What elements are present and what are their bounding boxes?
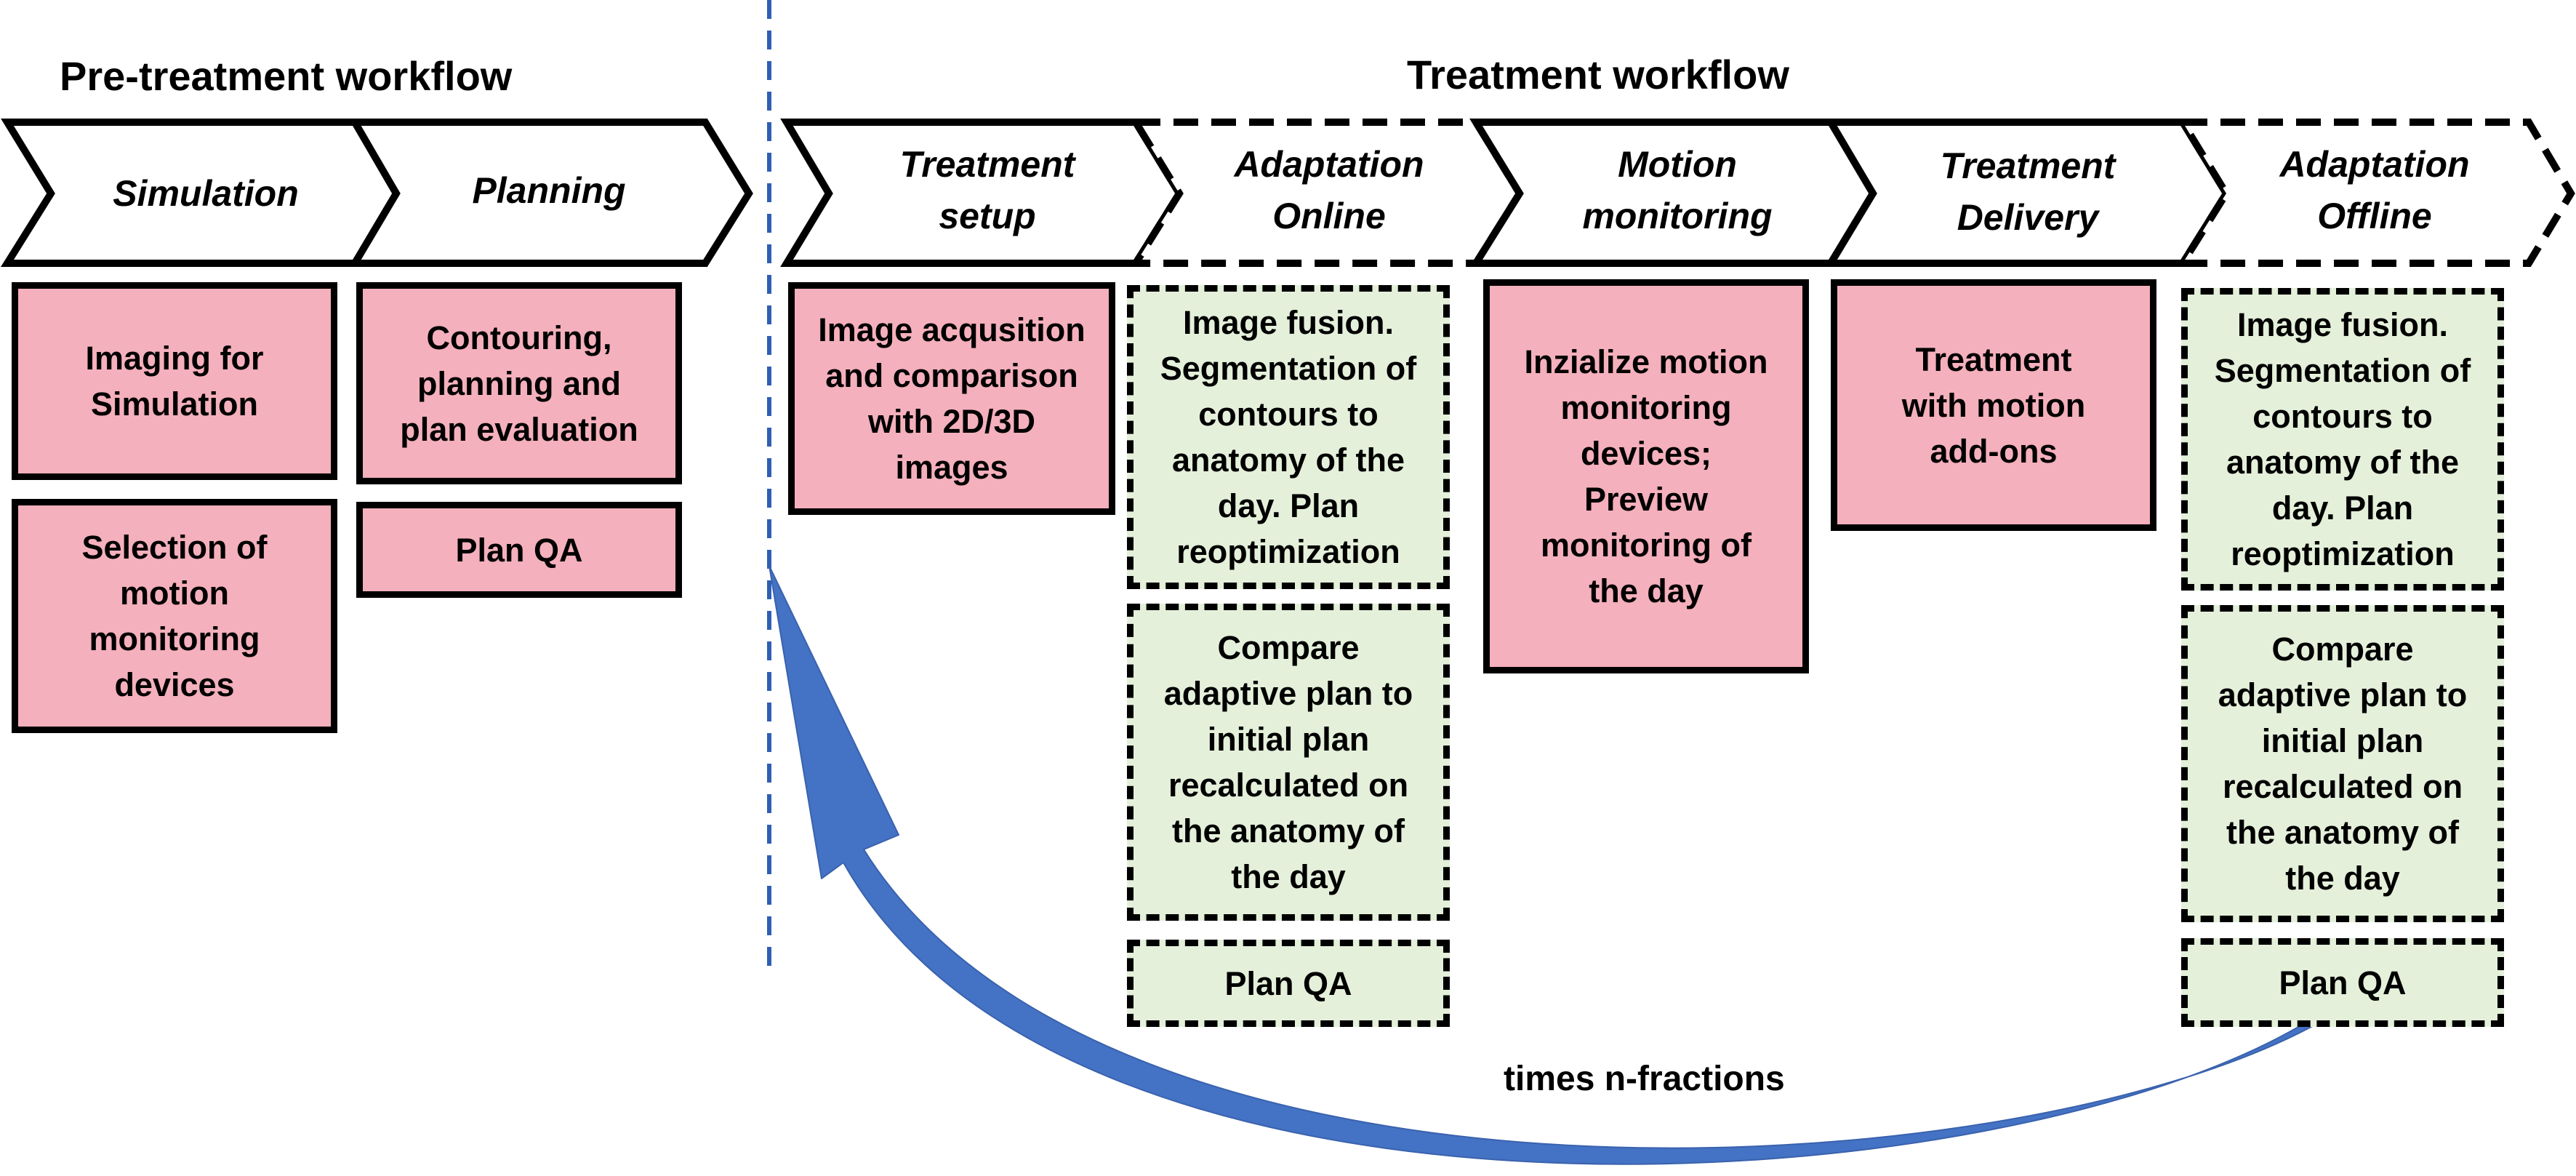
box-online-compare-plan: Compare adaptive plan to initial plan re… (1127, 604, 1450, 921)
box-offline-image-fusion-text: Image fusion. Segmentation of contours t… (2214, 306, 2471, 572)
loop-arrow (769, 565, 2317, 1165)
stage-label-simulation: Simulation (113, 172, 299, 214)
box-selection-of-motion-devices-text: Selection of motion monitoring devices (81, 529, 268, 703)
box-image-acquisition-text: Image acqusition and comparison with 2D/… (818, 311, 1086, 486)
box-offline-plan-qa-text: Plan QA (2279, 964, 2407, 1001)
stage-label-adaptation-offline: Adaptation Offline (2279, 144, 2470, 236)
box-treatment-with-motion-text: Treatment with motion add-ons (1901, 340, 2086, 470)
stage-label-treatment-setup: Treatment setup (899, 144, 1075, 236)
stage-label-adaptation-online: Adaptation Online (1234, 144, 1424, 236)
box-offline-compare-plan: Compare adaptive plan to initial plan re… (2181, 605, 2504, 922)
box-imaging-for-simulation: Imaging for Simulation (12, 282, 337, 480)
box-image-acquisition: Image acqusition and comparison with 2D/… (788, 282, 1115, 515)
box-initialize-motion-monitoring: Inzialize motion monitoring devices; Pre… (1483, 279, 1809, 673)
box-offline-plan-qa: Plan QA (2181, 938, 2504, 1027)
treatment-title: Treatment workflow (1407, 52, 1789, 97)
stage-label-planning: Planning (472, 169, 626, 211)
box-imaging-for-simulation-text: Imaging for Simulation (85, 340, 264, 423)
box-contouring-planning-text: Contouring, planning and plan evaluation (400, 319, 638, 448)
box-contouring-planning: Contouring, planning and plan evaluation (356, 282, 682, 484)
box-offline-image-fusion: Image fusion. Segmentation of contours t… (2181, 288, 2504, 591)
box-initialize-motion-monitoring-text: Inzialize motion monitoring devices; Pre… (1524, 343, 1768, 609)
loop-label: times n-fractions (1504, 1060, 1785, 1098)
box-plan-qa-pre: Plan QA (356, 502, 682, 598)
stage-label-treatment-delivery: Treatment Delivery (1940, 145, 2116, 238)
stage-label-motion-monitoring: Motion monitoring (1582, 144, 1773, 236)
chevron-planning (348, 119, 753, 267)
box-offline-compare-plan-text: Compare adaptive plan to initial plan re… (2218, 631, 2468, 897)
chevron-adaptation-offline (2175, 119, 2575, 267)
box-treatment-with-motion: Treatment with motion add-ons (1831, 279, 2156, 531)
box-online-image-fusion-text: Image fusion. Segmentation of contours t… (1160, 304, 1417, 570)
box-selection-of-motion-devices: Selection of motion monitoring devices (12, 499, 337, 733)
box-plan-qa-pre-text: Plan QA (455, 531, 583, 569)
box-online-plan-qa: Plan QA (1127, 940, 1450, 1027)
box-online-compare-plan-text: Compare adaptive plan to initial plan re… (1163, 629, 1413, 895)
box-online-image-fusion: Image fusion. Segmentation of contours t… (1127, 285, 1450, 589)
pre-treatment-title: Pre-treatment workflow (60, 53, 513, 99)
box-online-plan-qa-text: Plan QA (1224, 964, 1352, 1002)
